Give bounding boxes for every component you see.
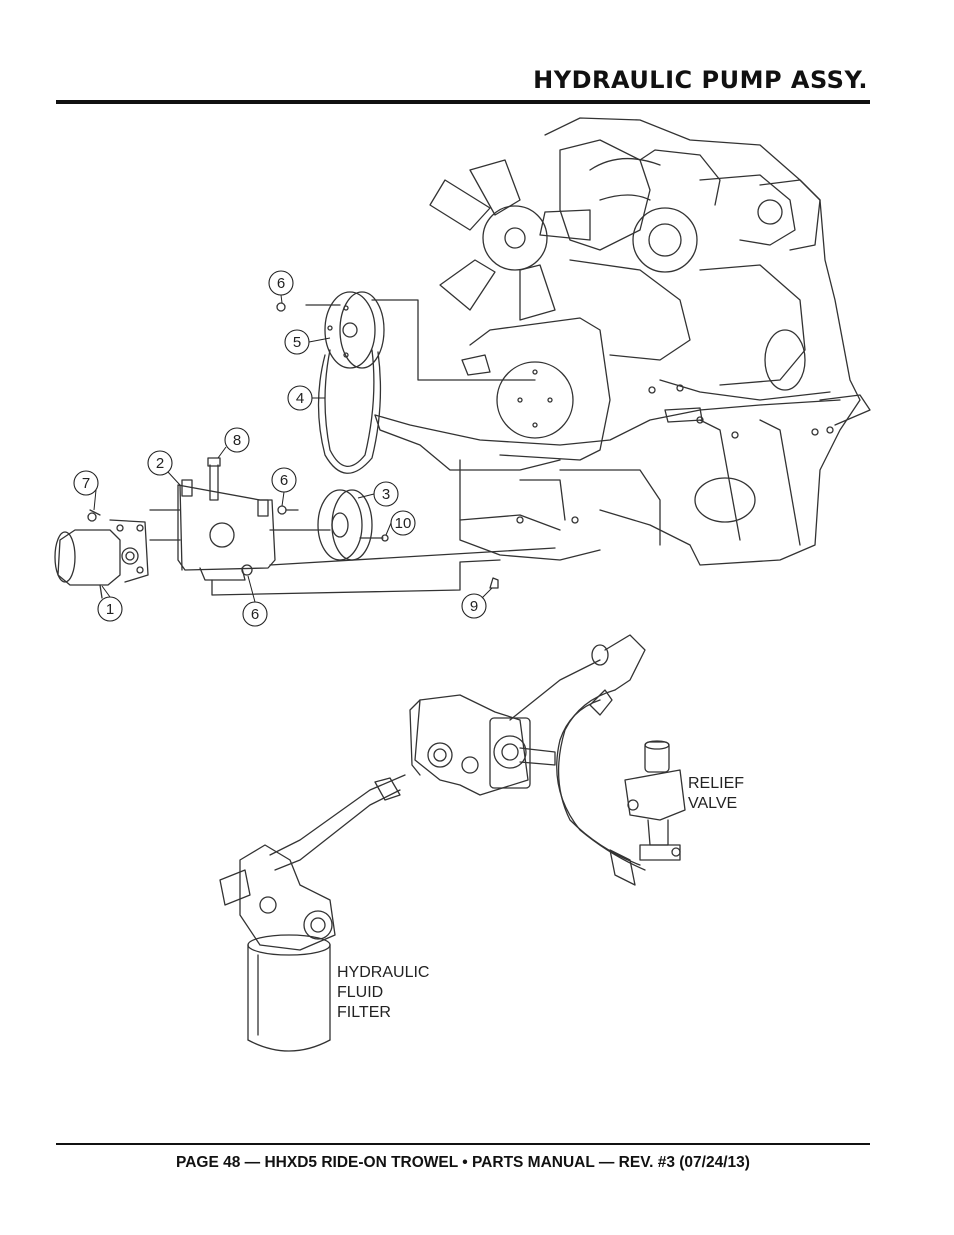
callout-2: 2 bbox=[147, 450, 173, 476]
header-rule bbox=[56, 100, 870, 104]
filter-label-line3: FILTER bbox=[337, 1004, 391, 1021]
callout-8: 8 bbox=[224, 427, 250, 453]
callout-8-text: 8 bbox=[233, 432, 241, 449]
callout-4: 4 bbox=[287, 385, 313, 411]
mounting-bracket bbox=[89, 302, 556, 596]
callout-4-text: 4 bbox=[296, 390, 304, 407]
callout-10: 10 bbox=[390, 510, 416, 536]
pump-upper bbox=[54, 512, 149, 599]
callout-1: 1 bbox=[97, 596, 123, 622]
callout-9-text: 9 bbox=[470, 598, 478, 615]
belt-and-pulleys bbox=[305, 291, 536, 561]
filter-label: HYDRAULIC FLUID FILTER bbox=[337, 964, 429, 1021]
pump-lower bbox=[269, 634, 646, 886]
callout-6-bottom-text: 6 bbox=[251, 606, 259, 623]
callout-3-text: 3 bbox=[382, 486, 390, 503]
filter-illustration bbox=[219, 844, 336, 1052]
callout-7: 7 bbox=[73, 470, 99, 496]
page-title: HYDRAULIC PUMP ASSY. bbox=[533, 66, 868, 94]
filter-label-line1: HYDRAULIC bbox=[337, 964, 429, 981]
callout-3: 3 bbox=[373, 481, 399, 507]
callout-6-bottom: 6 bbox=[242, 601, 268, 627]
callout-layer: 1 2 3 4 5 6 7 8 9 10 6 6 bbox=[73, 270, 487, 627]
relief-valve-label-line1: RELIEF bbox=[688, 775, 744, 792]
callout-9: 9 bbox=[461, 593, 487, 619]
relief-valve-label: RELIEF VALVE bbox=[688, 775, 744, 812]
callout-6-middle-text: 6 bbox=[280, 472, 288, 489]
relief-valve-illustration bbox=[624, 740, 686, 861]
relief-valve-label-line2: VALVE bbox=[688, 795, 737, 812]
callout-5-text: 5 bbox=[293, 334, 301, 351]
callout-5: 5 bbox=[284, 329, 310, 355]
callout-leaders bbox=[93, 294, 493, 603]
callout-1-text: 1 bbox=[106, 601, 114, 618]
footer-rule bbox=[56, 1143, 870, 1145]
callout-6-top-text: 6 bbox=[277, 275, 285, 292]
callout-10-text: 10 bbox=[395, 515, 412, 532]
callout-2-text: 2 bbox=[156, 455, 164, 472]
callout-6-top: 6 bbox=[268, 270, 294, 296]
callout-6-middle: 6 bbox=[271, 467, 297, 493]
filter-label-line2: FLUID bbox=[337, 984, 383, 1001]
engine-illustration bbox=[374, 117, 871, 566]
callout-7-text: 7 bbox=[82, 475, 90, 492]
page-footer: PAGE 48 — HHXD5 RIDE-ON TROWEL • PARTS M… bbox=[176, 1154, 750, 1171]
